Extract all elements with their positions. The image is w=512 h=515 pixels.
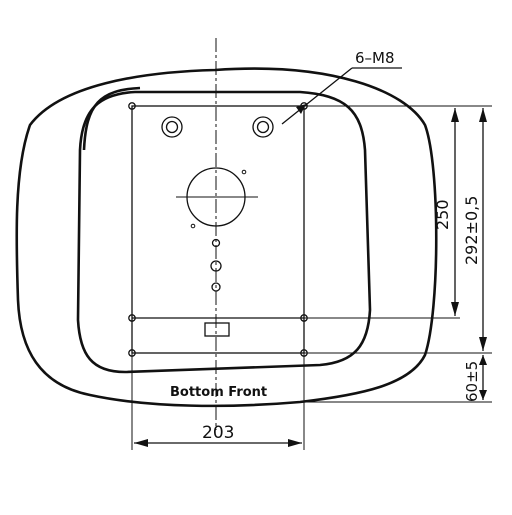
- outer-housing-outline: [15, 67, 438, 408]
- dimension-203-line: [131, 353, 305, 450]
- bolt-hole-mid-left: [128, 314, 136, 322]
- dimension-250-line: [451, 108, 459, 316]
- dimension-292-label: 292±0,5: [462, 196, 481, 265]
- pipe-connector-left: [161, 116, 183, 138]
- right-extension-lines: [300, 105, 492, 403]
- thread-callout-leader: [281, 67, 402, 125]
- central-flange: [176, 167, 258, 229]
- pipe-connector-right: [252, 116, 274, 138]
- dimension-60-label: 60±5: [463, 361, 481, 402]
- terminal-box: [204, 322, 230, 337]
- dimension-250-label: 250: [433, 199, 452, 230]
- inner-housing-outline-2: [82, 86, 141, 151]
- dimension-292-line: [479, 108, 487, 351]
- mounting-rectangle: [131, 105, 305, 354]
- thread-callout-label: 6–M8: [355, 49, 395, 67]
- dimension-60-line: [479, 355, 487, 400]
- inner-housing-outline: [76, 90, 372, 374]
- bolt-hole-top-left: [128, 102, 136, 110]
- sensor-ports: [210, 238, 222, 292]
- dimension-203-label: 203: [202, 423, 234, 443]
- bottom-front-label: Bottom Front: [170, 385, 267, 400]
